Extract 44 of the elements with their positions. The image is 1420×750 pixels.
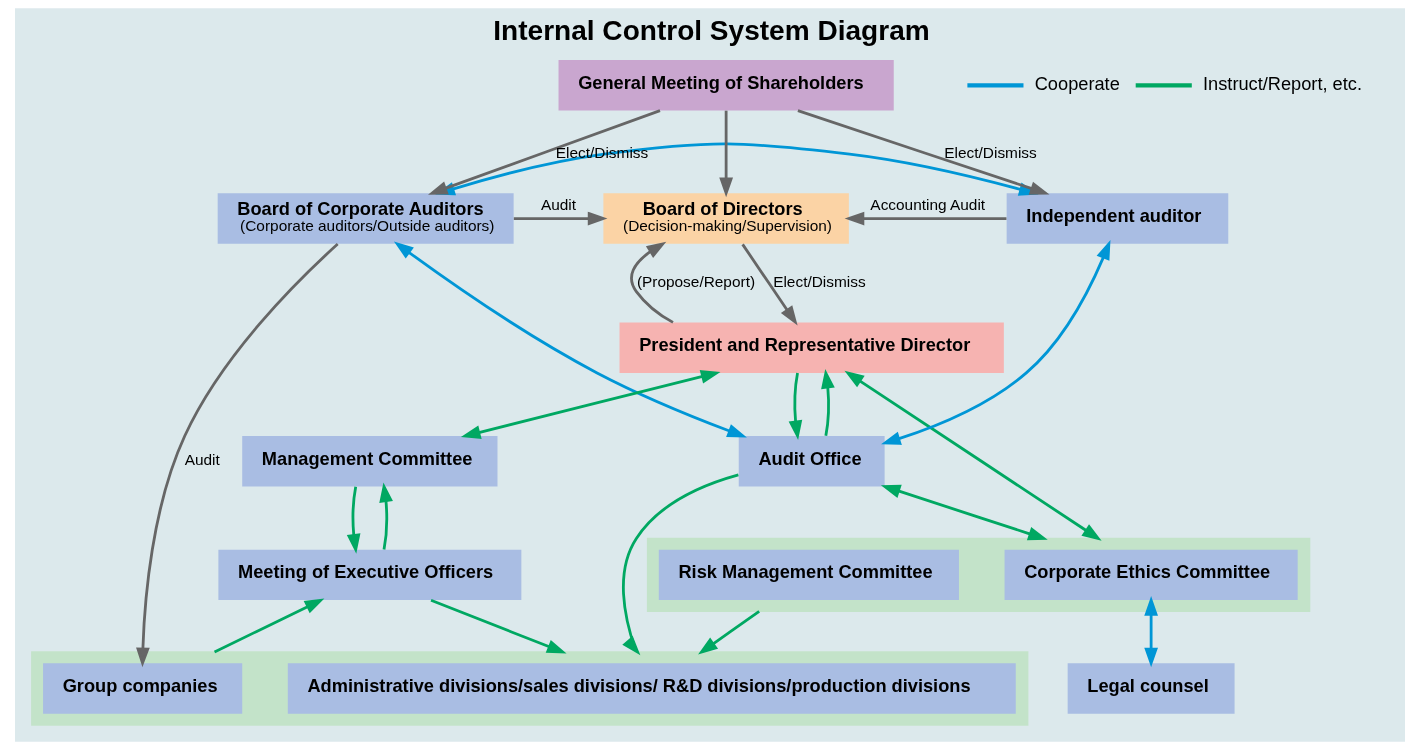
- node-box: President and Representative Director: [619, 322, 1004, 373]
- node-box: Legal counsel: [1067, 663, 1235, 714]
- edge-label: Audit: [184, 451, 220, 469]
- arrow: [346, 486, 361, 554]
- arrow: [741, 243, 798, 326]
- node-box: Board of Corporate Auditors (Corporate auditors/Outside auditors): [217, 193, 514, 244]
- arrow: [513, 211, 608, 226]
- legend-label: Instruct/Report, etc.: [1203, 73, 1363, 95]
- arrow: [719, 110, 734, 198]
- arrow: [460, 370, 721, 439]
- node-box: Meeting of Executive Officers: [218, 549, 522, 601]
- arrow: [881, 240, 1111, 445]
- edge-label: Audit: [540, 195, 577, 213]
- node-box: Group companies: [43, 663, 243, 714]
- node-box: Corporate Ethics Committee: [1004, 549, 1298, 601]
- cluster: [646, 537, 1311, 613]
- arrow: [1144, 596, 1158, 668]
- arrow: [622, 473, 739, 656]
- arrow: [393, 241, 747, 438]
- arrow: [630, 241, 674, 324]
- arrow: [430, 599, 567, 654]
- diagram-title: Internal Control System Diagram: [493, 15, 930, 47]
- edge-label: Elect/Dismiss: [944, 144, 1037, 162]
- arrow: [880, 484, 1048, 541]
- arrow: [821, 368, 835, 437]
- node-box: Board of Directors (Decision-making/Supervision): [603, 193, 849, 244]
- node-box: Independent auditor: [1006, 193, 1229, 244]
- arrow: [844, 211, 1007, 226]
- node-box: Risk Management Committee: [658, 549, 959, 601]
- edge-label: (Propose/Report): [636, 273, 756, 291]
- arrow: [788, 372, 803, 441]
- node-box: General Meeting of Shareholders: [558, 60, 894, 111]
- arrow: [136, 243, 339, 668]
- node-box: Audit Office: [738, 436, 885, 487]
- arrow: [844, 370, 1102, 541]
- cluster: [31, 651, 1029, 726]
- arrow: [213, 598, 325, 654]
- legend-label: Cooperate: [1034, 73, 1120, 95]
- edge-label: Elect/Dismiss: [773, 273, 866, 291]
- node-box: Management Committee: [242, 436, 498, 487]
- edge-label: Accounting Audit: [870, 195, 986, 213]
- node-box: Administrative divisions/sales divisions/ R&D divisions/production divisions: [287, 663, 1016, 714]
- arrow: [379, 482, 393, 550]
- arrow: [698, 610, 760, 655]
